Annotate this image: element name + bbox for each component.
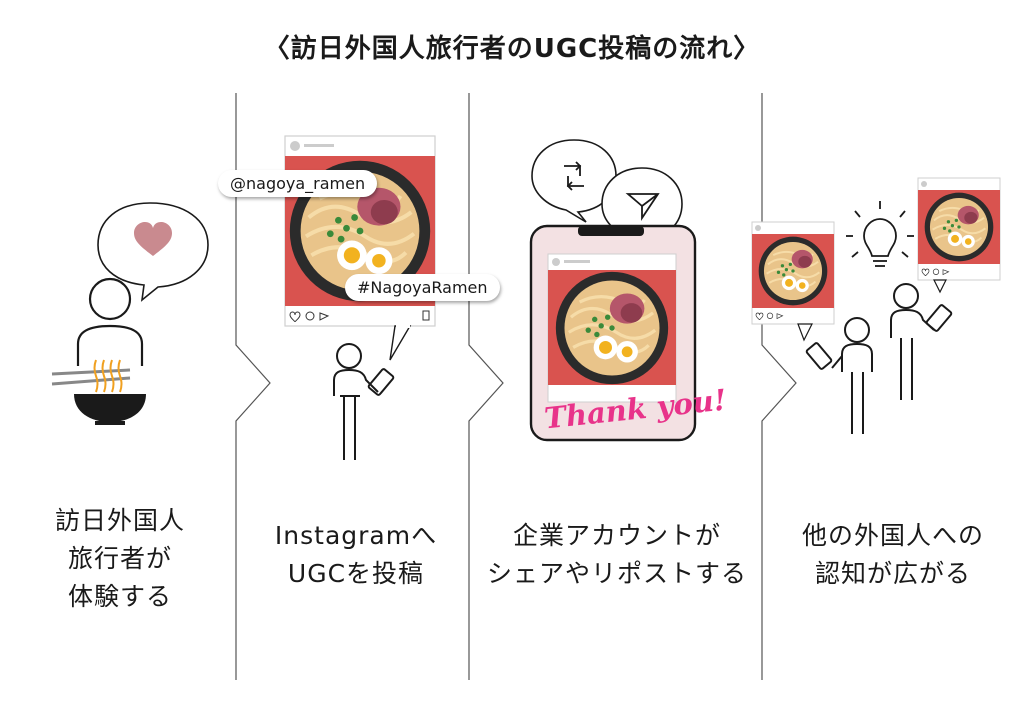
speech-bubble-heart	[97, 202, 209, 302]
diagram-title: 〈訪日外国人旅行者のUGC投稿の流れ〉	[263, 34, 761, 64]
step-1-line-2: 旅行者が	[67, 544, 172, 573]
step-3-label: 企業アカウントが シェアやリポストする	[474, 517, 760, 593]
column-divider-1	[235, 93, 271, 680]
step-4-line-1: 他の外国人への	[801, 521, 984, 550]
step-2-line-1: Instagramへ	[274, 521, 438, 550]
ramen-bowl-icon	[51, 359, 146, 425]
step-4-line-2: 認知が広がる	[814, 559, 971, 588]
viewer-person-icon-1	[805, 317, 873, 434]
hashtag-tag: #NagoyaRamen	[345, 274, 500, 301]
send-icon	[625, 193, 660, 221]
step-1-line-1: 訪日外国人	[54, 506, 185, 535]
step-3-line-2: シェアやリポストする	[486, 559, 747, 588]
reshared-post-right	[917, 177, 1001, 294]
repost-bubble	[531, 139, 617, 223]
repost-icon	[564, 161, 584, 191]
smartphone-frame	[529, 224, 697, 442]
bookmark-icon	[422, 310, 430, 321]
heart-icon	[134, 222, 172, 256]
traveler-person-icon	[76, 277, 144, 366]
step-2-line-2: UGCを投稿	[287, 559, 425, 588]
step-4-label: 他の外国人への 認知が広がる	[770, 517, 1016, 593]
viewer-person-icon-2	[890, 283, 953, 400]
shared-post-card	[547, 253, 677, 403]
step-1-line-3: 体験する	[67, 582, 172, 611]
step-1-label: 訪日外国人 旅行者が 体験する	[20, 502, 220, 616]
mention-tag: @nagoya_ramen	[218, 170, 378, 197]
post-speech-tail	[389, 322, 412, 361]
poster-person-icon	[333, 343, 395, 460]
reshared-post-left	[751, 221, 835, 342]
step-3-line-1: 企業アカウントが	[512, 521, 721, 550]
smartphone-icon	[367, 368, 395, 396]
lightbulb-icon	[846, 201, 914, 267]
step-2-label: Instagramへ UGCを投稿	[246, 517, 466, 593]
column-divider-2	[468, 93, 504, 680]
